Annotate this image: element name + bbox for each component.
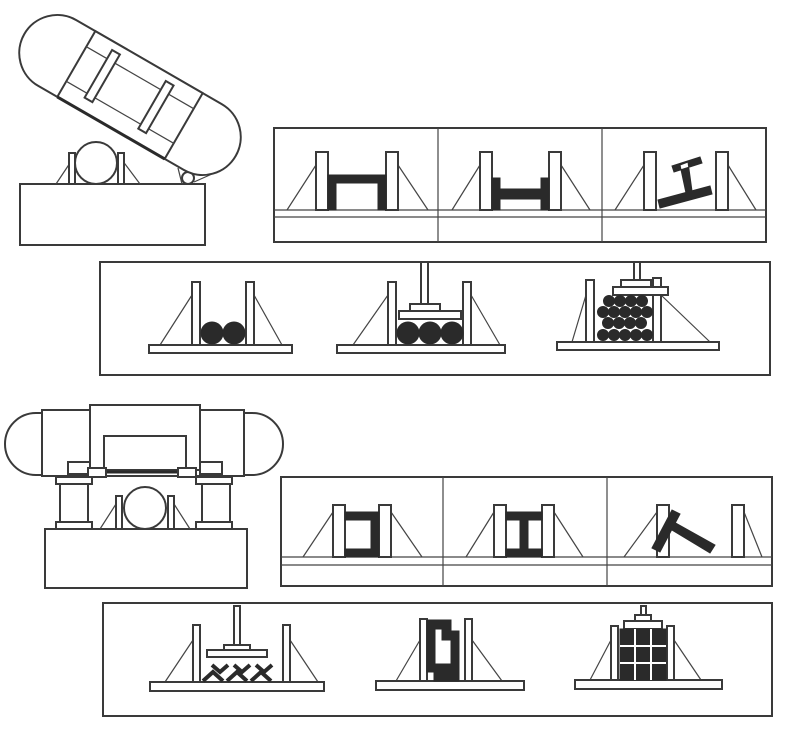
- horizontal-band-saw: [4, 404, 284, 589]
- tilted-band-saw: [18, 14, 242, 246]
- tube-bundle: [619, 628, 667, 681]
- channel-section: [327, 174, 387, 211]
- z-section: [426, 619, 460, 682]
- panel-row-3: [280, 476, 773, 587]
- workpiece-round: [74, 141, 118, 185]
- panel-row-2: [99, 261, 771, 376]
- angle-bundle: [201, 663, 274, 683]
- clamp-rod: [420, 261, 429, 306]
- saw-base: [44, 528, 248, 589]
- saw-head: [18, 14, 242, 176]
- saw-base: [19, 183, 206, 246]
- i-beam-section: [505, 511, 543, 558]
- h-beam-section: [491, 177, 550, 211]
- bundled-bars: [597, 295, 653, 341]
- t-beam-section: [657, 156, 713, 209]
- t-beam-section: [651, 509, 716, 554]
- panel-row-1: [273, 127, 767, 243]
- panel-row-4: [102, 602, 773, 717]
- channel-section: [344, 511, 380, 558]
- workpiece-round: [123, 486, 167, 530]
